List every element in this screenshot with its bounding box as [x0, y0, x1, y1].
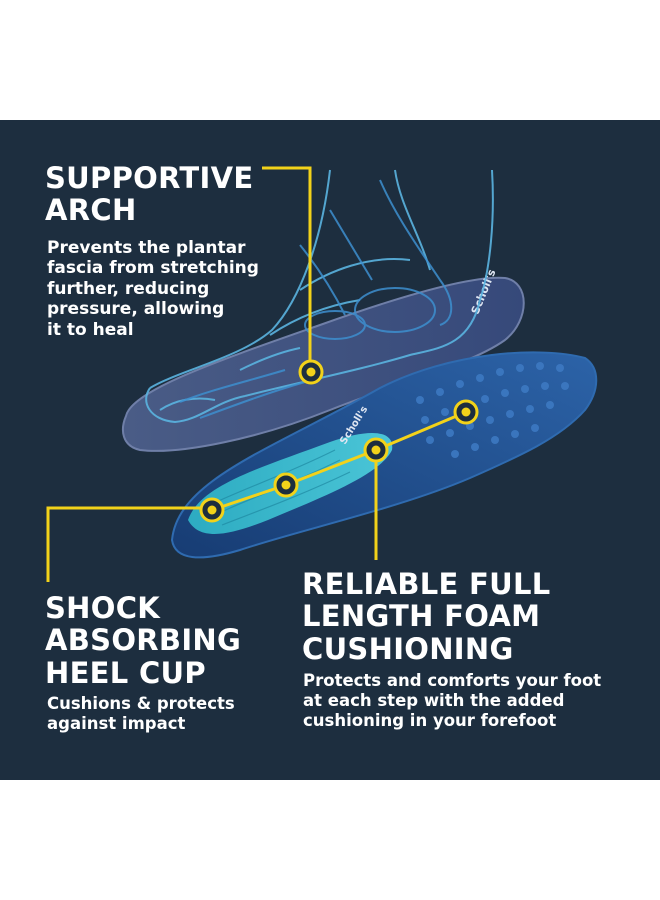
forefoot-marker	[453, 399, 479, 425]
heel-cup-heading: SHOCK ABSORBING HEEL CUP	[45, 591, 242, 690]
arch-callout-line	[262, 166, 312, 370]
heading-line: ARCH	[45, 193, 137, 228]
desc-line: further, reducing	[47, 278, 210, 299]
arch-marker	[298, 359, 324, 385]
desc-line: cushioning in your forefoot	[303, 710, 557, 730]
heading-line: HEEL CUP	[45, 655, 206, 690]
desc-line: Cushions & protects	[47, 694, 235, 713]
desc-line: fascia from stretching	[47, 258, 259, 279]
desc-line: pressure, allowing	[47, 299, 225, 320]
desc-line: Protects and comforts your foot	[303, 671, 602, 690]
heading-line: ABSORBING	[45, 623, 242, 658]
supportive-arch-description: Prevents the plantar fascia from stretch…	[47, 238, 259, 340]
foam-cushioning-heading: RELIABLE FULL LENGTH FOAM CUSHIONING	[302, 567, 551, 666]
callout-lines	[46, 166, 467, 582]
supportive-arch-heading: SUPPORTIVE ARCH	[45, 162, 253, 227]
heading-line: RELIABLE FULL	[302, 567, 551, 601]
foam-cushioning-description: Protects and comforts your foot at each …	[303, 671, 601, 730]
foam-marker	[363, 437, 389, 463]
foot-bones	[179, 179, 453, 419]
heading-line: SHOCK	[45, 591, 161, 625]
desc-line: it to heal	[47, 319, 134, 340]
heel-marker	[199, 497, 225, 523]
mid-marker	[273, 472, 299, 498]
product-feature-panel: Scholl's	[0, 120, 660, 780]
heel-callout-line	[46, 506, 210, 582]
heading-line: LENGTH FOAM	[302, 599, 541, 634]
insole-illustration: Scholl's	[46, 166, 598, 582]
desc-line: at each step with the added	[303, 690, 565, 710]
heel-cup-description: Cushions & protects against impact	[47, 694, 235, 734]
top-insole	[122, 276, 525, 452]
callout-markers	[199, 359, 479, 523]
connector-line	[211, 410, 467, 512]
desc-line: Prevents the plantar	[47, 238, 246, 258]
heading-line: SUPPORTIVE	[45, 161, 254, 195]
desc-line: against impact	[47, 713, 186, 733]
heading-line: CUSHIONING	[302, 631, 514, 666]
